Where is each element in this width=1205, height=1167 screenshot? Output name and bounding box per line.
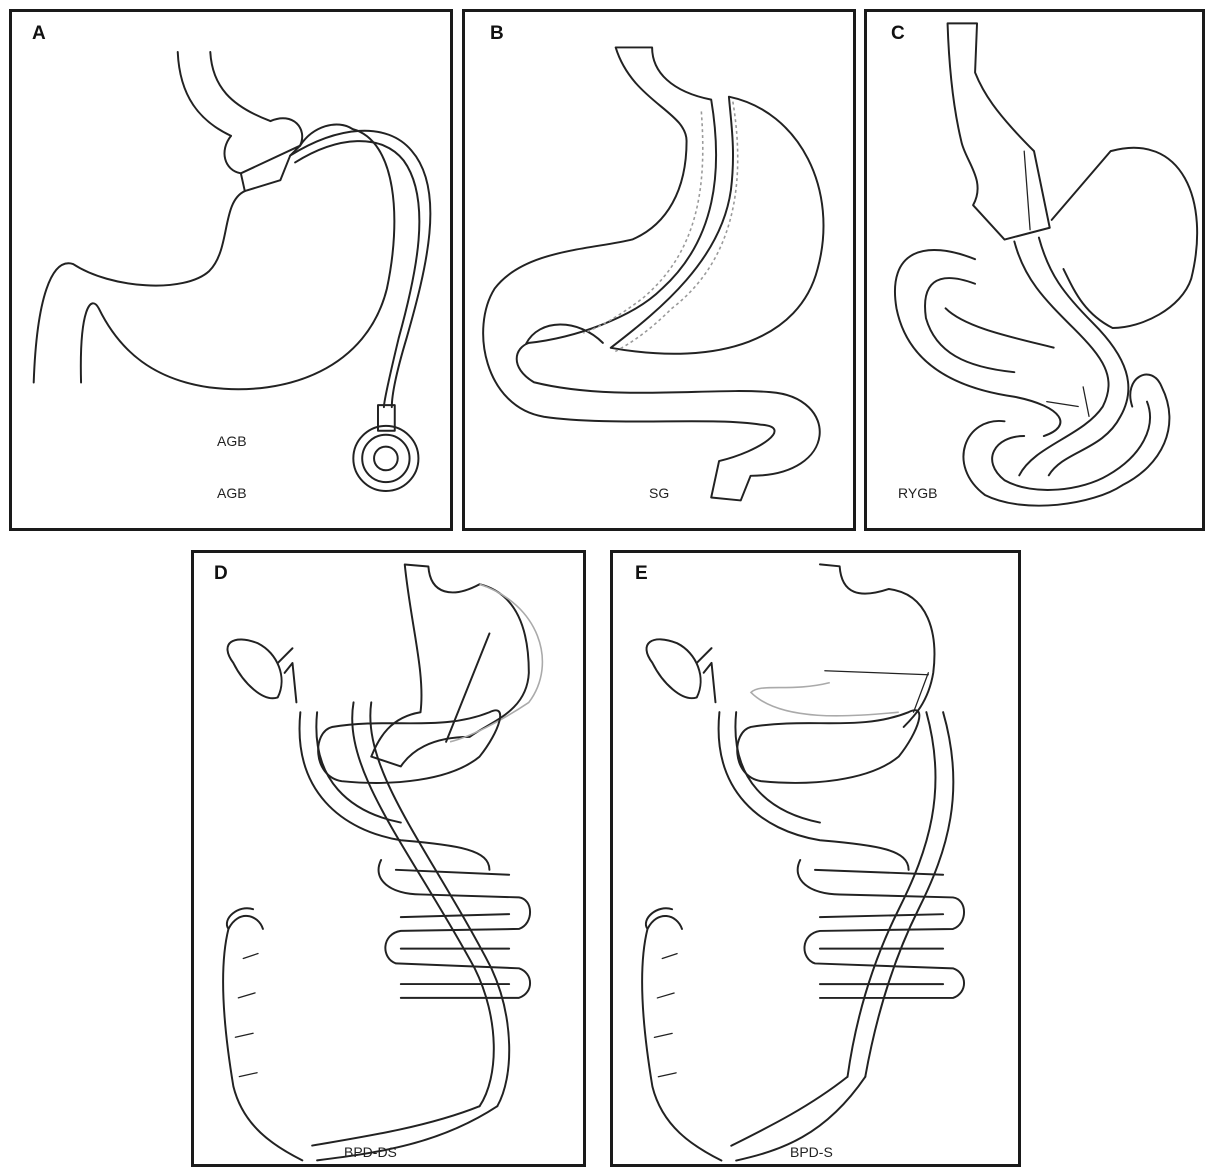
panel-d-letter: D <box>214 563 228 585</box>
panel-c-caption: RYGB <box>898 485 937 501</box>
agb-illustration <box>12 12 450 528</box>
panel-e: E BPD-S <box>610 550 1021 1167</box>
sg-illustration <box>465 12 853 528</box>
bpd-s-illustration <box>613 553 1018 1164</box>
panel-a-letter: A <box>32 23 46 45</box>
panel-a-caption-2: AGB <box>217 485 247 501</box>
panel-a-caption-1: AGB <box>217 433 247 449</box>
panel-c-letter: C <box>891 23 905 45</box>
panel-d: D BPD-DS <box>191 550 586 1167</box>
panel-a: A AGB AGB <box>9 9 453 531</box>
panel-e-caption: BPD-S <box>790 1144 833 1160</box>
panel-b-caption: SG <box>649 485 669 501</box>
panel-e-letter: E <box>635 563 648 585</box>
bpd-ds-illustration <box>194 553 583 1164</box>
panel-d-caption: BPD-DS <box>344 1144 397 1160</box>
rygb-illustration <box>867 12 1202 528</box>
panel-c: C RYGB <box>864 9 1205 531</box>
panel-b: B SG <box>462 9 856 531</box>
panel-b-letter: B <box>490 23 504 45</box>
